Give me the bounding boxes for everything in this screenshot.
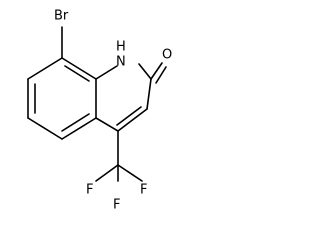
bond-c8a-n1 (95, 65, 118, 80)
bond-cf3-f-left (95, 164, 119, 182)
bond-c3-c4-inner (116, 106, 142, 126)
bond-c7-c8 (27, 57, 63, 80)
bond-c3-c4 (117, 108, 148, 132)
bond-c2-o-a (150, 62, 163, 80)
double-bond-inner-3 (64, 65, 90, 82)
fluorine-label-left: F (86, 183, 93, 198)
bond-c4-c4a (95, 117, 119, 132)
molecule-structure: Br H N O F F F (27, 9, 172, 213)
nitrogen-label: N (116, 55, 126, 70)
fluorine-label-bottom: F (113, 198, 120, 213)
bromine-label: Br (54, 9, 69, 24)
bond-cf3-f-right (117, 164, 143, 182)
bond-c4a-c5 (61, 117, 97, 140)
bond-c8-c8a (61, 57, 97, 80)
bond-c2-o-b (155, 66, 167, 84)
bond-c2-c3 (146, 78, 152, 110)
pyridinone-ring (95, 63, 152, 132)
bond-n1-c2 (138, 63, 152, 80)
benzene-ring (27, 57, 97, 140)
hydrogen-label: H (116, 40, 126, 55)
double-bond-inner-2 (61, 113, 90, 132)
oxygen-label: O (162, 48, 172, 63)
fluorine-label-right: F (140, 183, 147, 198)
bond-c5-c6 (27, 117, 63, 140)
